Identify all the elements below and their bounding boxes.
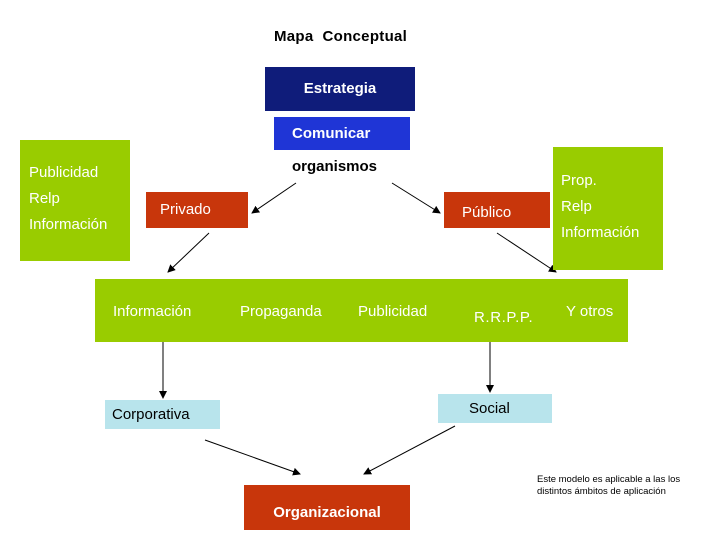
arrow-corporativa-to-organizacional xyxy=(204,439,301,476)
band-item-otros: Y otros xyxy=(566,303,614,320)
node-publico: Público xyxy=(444,192,550,228)
arrow-organismos-to-privado xyxy=(251,182,297,214)
node-organizacional-label: Organizacional xyxy=(273,504,381,521)
band-item-rrpp: R.R.P.P. xyxy=(474,309,534,326)
node-corporativa: Corporativa xyxy=(105,400,220,429)
diagram-title: Mapa Conceptual xyxy=(274,28,408,45)
footnote: Este modelo es aplicable a las los disti… xyxy=(537,474,680,498)
node-comunicar-label: Comunicar xyxy=(292,125,371,142)
node-right-list: Prop. Relp Información xyxy=(553,147,663,270)
arrow-organismos-to-publico xyxy=(391,182,441,214)
left-list-item: Relp xyxy=(29,190,60,207)
right-list-item: Información xyxy=(561,224,640,241)
band-item-publicidad: Publicidad xyxy=(358,303,428,320)
arrow-publico-to-band xyxy=(496,232,557,273)
node-privado-label: Privado xyxy=(160,201,211,218)
node-privado: Privado xyxy=(146,192,248,228)
left-list-item: Información xyxy=(29,216,108,233)
node-band: Información Propaganda Publicidad R.R.P.… xyxy=(95,279,628,342)
arrow-privado-to-band xyxy=(167,232,210,273)
footnote-line: Este modelo es aplicable a las los xyxy=(537,474,681,485)
right-list-item: Prop. xyxy=(561,172,597,189)
node-comunicar: Comunicar xyxy=(274,117,410,150)
footnote-line: distintos ámbitos de aplicación xyxy=(537,486,666,497)
band-item-propaganda: Propaganda xyxy=(240,303,322,320)
node-publico-label: Público xyxy=(462,204,512,221)
node-social-label: Social xyxy=(469,400,510,417)
node-organismos: organismos xyxy=(292,158,378,175)
node-social: Social xyxy=(438,394,552,423)
left-list-item: Publicidad xyxy=(29,164,99,181)
arrow-social-to-organizacional xyxy=(363,425,456,475)
right-list-item: Relp xyxy=(561,198,592,215)
node-corporativa-label: Corporativa xyxy=(112,406,190,423)
node-left-list: Publicidad Relp Información xyxy=(20,140,130,261)
node-organizacional: Organizacional xyxy=(244,485,410,530)
node-estrategia: Estrategia xyxy=(265,67,415,111)
band-item-informacion: Información xyxy=(113,303,192,320)
node-estrategia-label: Estrategia xyxy=(303,80,377,97)
